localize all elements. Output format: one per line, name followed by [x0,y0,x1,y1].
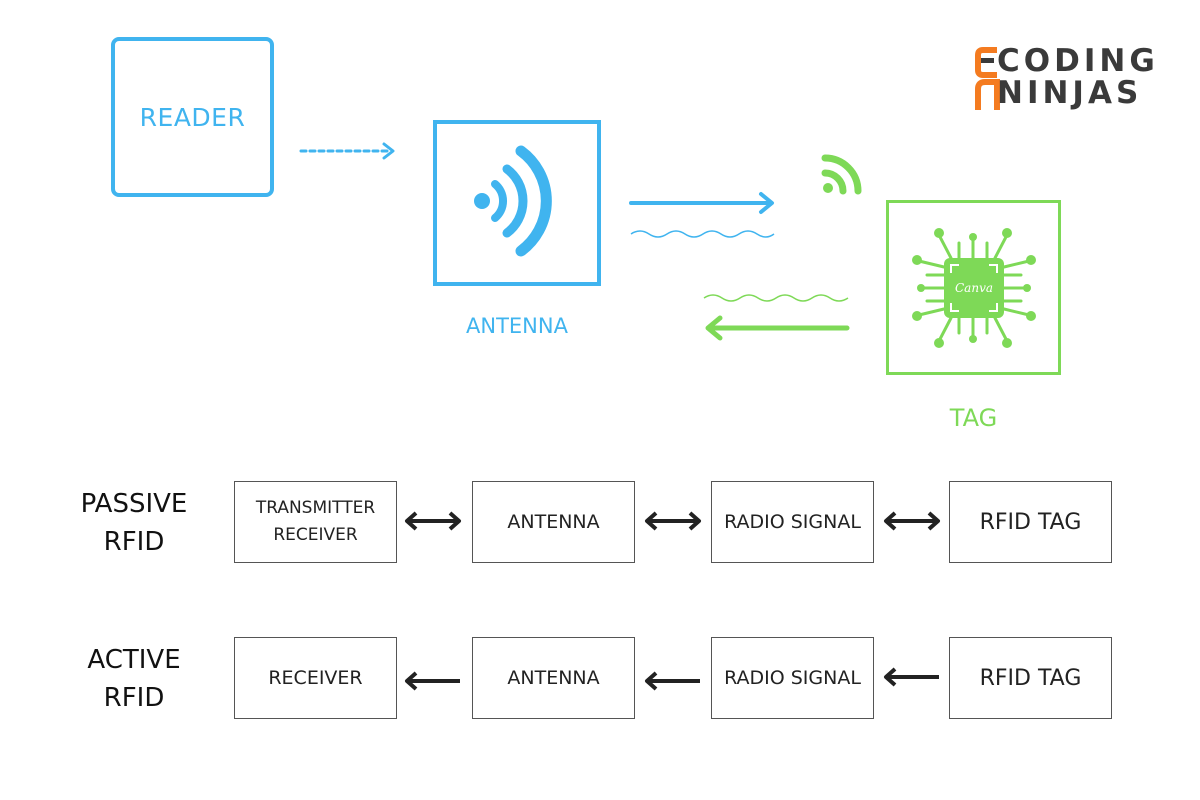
passive-title-line2: RFID [103,527,165,557]
antenna-label: ANTENNA [466,314,568,338]
double-arrow-icon [884,511,940,531]
passive-box-radio-signal: RADIO SIGNAL [711,481,874,563]
active-title-line2: RFID [103,683,165,713]
double-arrow-icon [405,511,461,531]
dotted-arrow-reader-to-antenna [299,142,395,160]
antenna-signal-icon [474,145,552,257]
active-title-line1: ACTIVE [87,645,181,675]
active-box-receiver: RECEIVER [234,637,397,719]
reader-label: READER [139,102,246,132]
logo-line2: NINJAS [997,75,1143,111]
active-rfid-title: ACTIVE RFID [74,641,194,717]
active-box-antenna: ANTENNA [472,637,635,719]
reader-box: READER [111,37,274,197]
antenna-box [433,120,601,286]
blue-arrow-to-tag [629,192,775,238]
passive-box-rfid-tag: RFID TAG [949,481,1112,563]
active-box-rfid-tag: RFID TAG [949,637,1112,719]
chip-icon: Canva [912,228,1036,348]
ninja-mark-icon [975,47,1000,110]
left-arrow-icon [645,671,700,691]
logo-line1: CODING [997,43,1159,79]
passive-rfid-title: PASSIVE RFID [74,485,194,561]
tag-label: TAG [949,404,998,432]
left-arrow-icon [884,667,939,687]
passive-title-line1: PASSIVE [80,489,188,519]
chip-text: Canva [955,281,993,295]
green-arrow-to-antenna [703,294,850,341]
active-box-radio-signal: RADIO SIGNAL [711,637,874,719]
left-arrow-icon [405,671,460,691]
coding-ninjas-logo: CODING NINJAS [975,44,1155,114]
passive-box-antenna: ANTENNA [472,481,635,563]
tag-box: Canva [886,200,1061,375]
double-arrow-icon [645,511,701,531]
passive-box-transmitter-receiver: TRANSMITTER RECEIVER [234,481,397,563]
wifi-icon [821,154,862,195]
